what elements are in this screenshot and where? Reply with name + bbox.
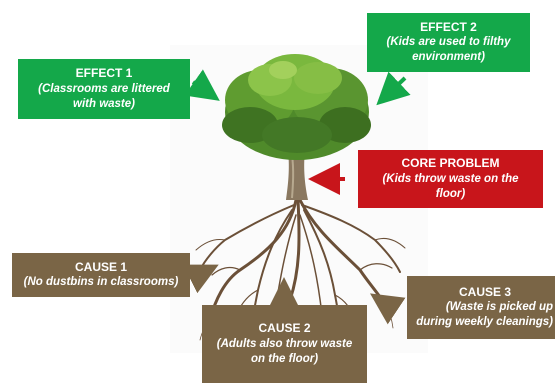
core-problem-box: CORE PROBLEM (Kids throw waste on the fl… bbox=[358, 150, 543, 208]
core-problem-text-line2: floor) bbox=[435, 187, 466, 200]
effect1-text-line2: with waste) bbox=[73, 97, 135, 110]
cause3-text-line1: (Waste is picked up bbox=[445, 301, 553, 314]
effect1-text-line1: (Classrooms are littered bbox=[38, 82, 170, 95]
effect1-heading: EFFECT 1 bbox=[75, 66, 133, 81]
cause2-box: CAUSE 2 (Adults also throw waste on the … bbox=[202, 305, 367, 383]
cause1-text: (No dustbins in classrooms) bbox=[23, 276, 179, 289]
cause3-arrow bbox=[370, 293, 406, 325]
core-problem-heading: CORE PROBLEM bbox=[401, 156, 500, 171]
core-problem-text-line1: (Kids throw waste on the bbox=[382, 172, 519, 185]
cause2-text-line2: on the floor) bbox=[250, 352, 319, 365]
effect1-arrow bbox=[184, 69, 220, 101]
cause2-text-line1: (Adults also throw waste bbox=[216, 337, 353, 350]
cause3-heading: CAUSE 3 bbox=[458, 284, 511, 299]
effect2-box: EFFECT 2 (Kids are used to filthy enviro… bbox=[367, 13, 530, 72]
cause1-heading: CAUSE 1 bbox=[74, 259, 127, 274]
cause1-arrow bbox=[182, 264, 219, 294]
effect2-arrow bbox=[376, 71, 411, 106]
tree-trunk bbox=[286, 150, 308, 200]
effect2-heading: EFFECT 2 bbox=[420, 19, 477, 34]
effect2-text-line2: environment) bbox=[412, 51, 485, 64]
cause3-box: CAUSE 3 (Waste is picked up during weekl… bbox=[407, 276, 555, 339]
cause1-box: CAUSE 1 (No dustbins in classrooms) bbox=[12, 253, 190, 297]
effect1-box: EFFECT 1 (Classrooms are littered with w… bbox=[18, 59, 190, 119]
cause3-text-line2: during weekly cleanings) bbox=[416, 316, 553, 329]
tree-canopy bbox=[222, 54, 371, 160]
effect2-text-line1: (Kids are used to filthy bbox=[386, 36, 511, 49]
cause2-heading: CAUSE 2 bbox=[258, 321, 311, 336]
